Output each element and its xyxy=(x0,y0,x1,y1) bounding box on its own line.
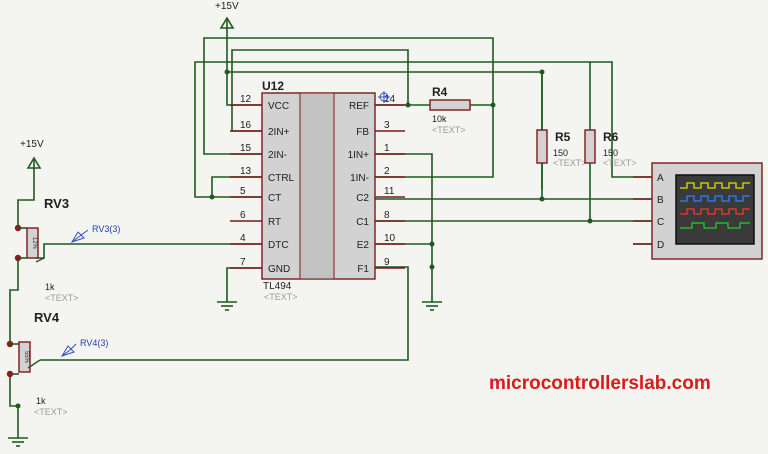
pin-name-left: RT xyxy=(268,217,281,228)
pin-name-left: DTC xyxy=(268,240,289,251)
pin-name-right: F1 xyxy=(357,264,369,275)
power-label-top: +15V xyxy=(215,1,239,12)
wire-gnd xyxy=(226,267,262,302)
potentiometer-rv4[interactable]: 55% RV4 1k <TEXT> xyxy=(6,310,68,417)
junctions xyxy=(15,69,593,409)
resistor-r4[interactable]: R4 10k <TEXT> xyxy=(429,85,471,135)
potentiometer-rv3[interactable]: 12% RV3 1k <TEXT> xyxy=(14,196,79,303)
scope-channel-label: D xyxy=(657,240,664,251)
pin-number-left: 5 xyxy=(240,186,246,197)
pin-name-right: C2 xyxy=(356,193,369,204)
pin-number-left: 6 xyxy=(240,210,246,221)
r6-text-tag: <TEXT> xyxy=(603,158,637,168)
pin-name-left: GND xyxy=(268,264,290,275)
power-terminal-left[interactable]: +15V xyxy=(20,139,44,169)
r5-ref: R5 xyxy=(555,130,571,144)
pin-number-left: 7 xyxy=(240,257,246,268)
r5-text-tag: <TEXT> xyxy=(553,158,587,168)
rv4-body-mark: 55% xyxy=(23,351,29,364)
power-terminal-top[interactable]: +15V xyxy=(215,1,239,29)
scope-trace xyxy=(680,222,750,229)
r6-ref: R6 xyxy=(603,130,619,144)
pin-number-right: 9 xyxy=(384,257,390,268)
pin-name-right: E2 xyxy=(357,240,370,251)
ground-symbol-left xyxy=(8,437,28,447)
pin-number-right: 1 xyxy=(384,143,390,154)
voltage-probe-rv4[interactable]: RV4(3) xyxy=(60,338,108,357)
chip-ref: U12 xyxy=(262,79,284,93)
r6-value: 150 xyxy=(603,148,618,158)
oscilloscope-channel-labels: ABC D xyxy=(633,173,664,251)
oscilloscope[interactable]: ABC D xyxy=(633,162,763,260)
r5-value: 150 xyxy=(553,148,568,158)
scope-trace xyxy=(680,208,750,215)
rv3-probe-label: RV3(3) xyxy=(92,224,120,234)
wire-rv3-bottom xyxy=(9,258,19,318)
pin-name-left: 2IN+ xyxy=(268,127,290,138)
rv3-ref: RV3 xyxy=(44,196,69,211)
pin-number-left: 12 xyxy=(240,94,252,105)
pin-number-right: 11 xyxy=(384,186,395,197)
resistor-r6[interactable]: R6 150 <TEXT> xyxy=(584,129,637,168)
rv3-value: 1k xyxy=(45,282,55,292)
chip-part: TL494 xyxy=(263,281,292,292)
scope-channel-label: C xyxy=(657,217,664,228)
rv4-ref: RV4 xyxy=(34,310,60,325)
chip-center-band xyxy=(299,92,335,280)
voltage-probe-rv3[interactable]: RV3(3) xyxy=(70,224,120,243)
rv4-value: 1k xyxy=(36,396,46,406)
oscilloscope-traces xyxy=(680,182,750,229)
pin-name-right: 1IN- xyxy=(350,173,369,184)
wire-dtc xyxy=(36,243,262,259)
chip-u12[interactable]: U12 TL494 <TEXT> 12VCC162IN+152IN-13CTRL… xyxy=(230,79,405,302)
pin-name-right: FB xyxy=(356,127,369,138)
rv4-probe-label: RV4(3) xyxy=(80,338,108,348)
pin-number-right: 8 xyxy=(384,210,390,221)
rv3-text-tag: <TEXT> xyxy=(45,293,79,303)
pin-number-right: 10 xyxy=(384,233,396,244)
pin-name-left: CTRL xyxy=(268,173,295,184)
probe-arrow-icon xyxy=(70,231,85,243)
power-label-left: +15V xyxy=(20,139,44,150)
pin-number-left: 15 xyxy=(240,143,252,154)
rv4-text-tag: <TEXT> xyxy=(34,407,68,417)
wire-2in-minus xyxy=(203,37,494,178)
scope-trace xyxy=(680,182,750,189)
ground-symbol-right xyxy=(422,301,442,311)
ground-symbol-chip xyxy=(217,301,237,311)
pin-name-left: VCC xyxy=(268,101,289,112)
wire-ctrl-to-scope xyxy=(194,61,652,198)
scope-trace xyxy=(680,195,750,202)
probe-marker-icon xyxy=(378,91,390,103)
pin-number-right: 14 xyxy=(384,94,396,105)
pin-number-right: 2 xyxy=(384,166,390,177)
scope-channel-label: A xyxy=(657,173,664,184)
scope-channel-label: B xyxy=(657,195,664,206)
r4-value: 10k xyxy=(432,114,447,124)
wire-ctrl-ct xyxy=(211,176,262,198)
pin-number-left: 13 xyxy=(240,166,252,177)
r4-text-tag: <TEXT> xyxy=(432,125,466,135)
wire-f1 xyxy=(40,266,409,361)
pin-number-left: 4 xyxy=(240,233,246,244)
resistor-r5[interactable]: R5 150 <TEXT> xyxy=(536,129,587,168)
pin-name-left: CT xyxy=(268,193,281,204)
chip-text-tag: <TEXT> xyxy=(264,292,298,302)
wire-rv4-bottom xyxy=(9,376,19,438)
rv3-body-mark: 12% xyxy=(31,237,37,250)
pin-number-right: 3 xyxy=(384,120,390,131)
wire-left-rail xyxy=(17,160,35,228)
pin-name-right: REF xyxy=(349,101,369,112)
watermark-text: microcontrollerslab.com xyxy=(489,373,711,394)
pin-name-right: C1 xyxy=(356,217,369,228)
pin-number-left: 16 xyxy=(240,120,252,131)
pin-name-left: 2IN- xyxy=(268,150,287,161)
probe-arrow-icon xyxy=(60,345,75,357)
r4-ref: R4 xyxy=(432,85,448,99)
pin-name-right: 1IN+ xyxy=(348,150,370,161)
